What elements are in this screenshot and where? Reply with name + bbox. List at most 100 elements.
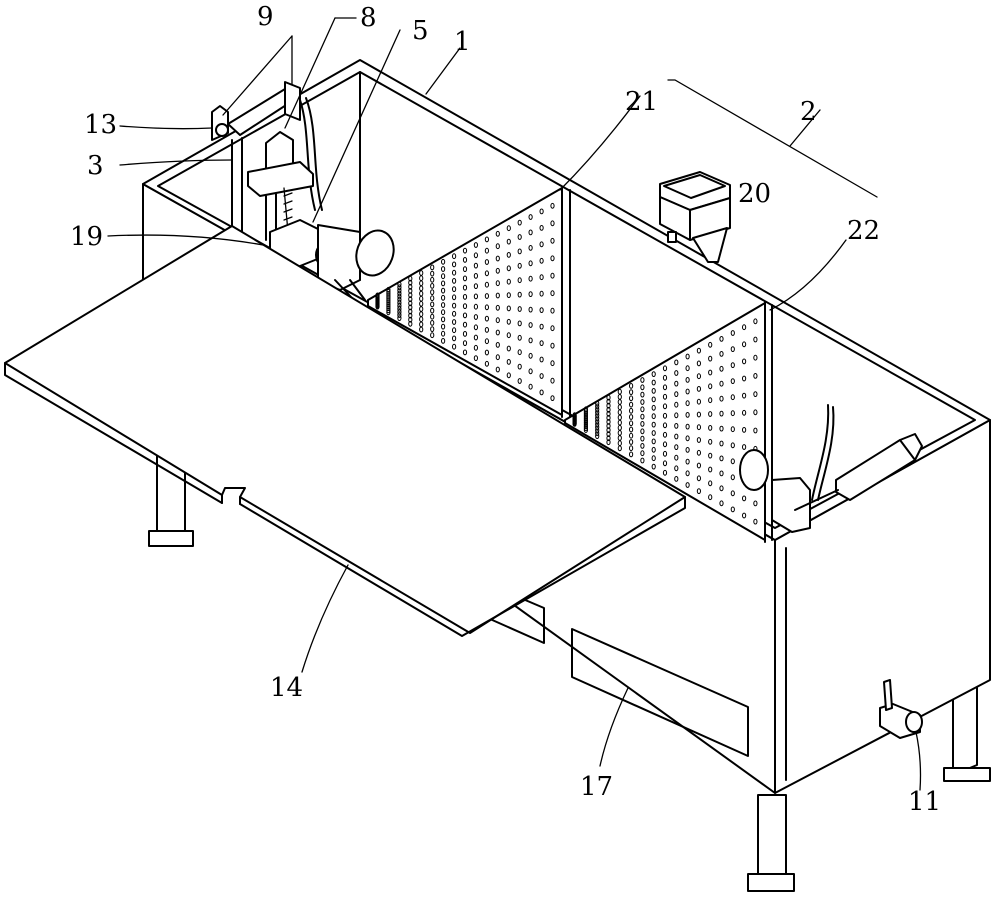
- perforation-hole: [550, 395, 555, 402]
- perforation-hole: [452, 335, 457, 342]
- perforation-hole: [674, 359, 679, 366]
- perforation-hole: [708, 397, 713, 404]
- perforation-hole: [441, 266, 446, 272]
- perforation-hole: [606, 415, 611, 421]
- perforation-hole: [674, 465, 679, 472]
- perforation-hole: [708, 411, 713, 417]
- perforation-hole: [719, 470, 724, 477]
- perforation-hole: [719, 351, 724, 357]
- perforation-hole: [539, 389, 544, 396]
- perforation-hole: [708, 341, 713, 348]
- perforation-hole: [550, 360, 555, 367]
- perforation-hole: [719, 485, 724, 492]
- perforation-hole: [484, 281, 489, 288]
- perforation-hole: [462, 275, 468, 282]
- perforation-hole: [606, 435, 611, 442]
- perforation-hole: [528, 337, 533, 344]
- perforation-hole: [730, 426, 735, 433]
- perforation-hole: [595, 415, 600, 422]
- perforation-hole: [506, 265, 511, 272]
- perforation-hole: [397, 302, 402, 309]
- perforation-hole: [606, 410, 611, 417]
- perforation-hole: [495, 342, 500, 348]
- perforation-hole: [473, 324, 478, 331]
- perforation-hole: [473, 242, 478, 248]
- perforation-hole: [452, 253, 457, 260]
- perforation-hole: [550, 237, 555, 244]
- perforation-hole: [397, 309, 402, 315]
- plate-14: [4, 225, 686, 637]
- perforation-hole: [730, 474, 735, 481]
- perforation-hole: [528, 260, 533, 267]
- perforation-hole: [708, 452, 713, 459]
- perforation-hole: [462, 340, 468, 347]
- perforation-hole: [662, 431, 668, 438]
- perforation-hole: [753, 318, 758, 325]
- perforation-hole: [484, 349, 489, 356]
- perforation-hole: [430, 270, 435, 277]
- perforation-hole: [517, 320, 522, 327]
- perforation-hole: [528, 368, 533, 375]
- perforation-hole: [708, 438, 713, 445]
- perforation-hole: [685, 400, 690, 407]
- perforation-hole: [753, 336, 758, 343]
- perforation-hole: [397, 299, 402, 306]
- perforation-hole: [495, 255, 500, 262]
- perforation-hole: [408, 312, 413, 319]
- perforation-hole: [397, 293, 402, 300]
- perforation-hole: [452, 310, 457, 317]
- perforation-hole: [753, 409, 758, 416]
- perforation-hole: [528, 275, 533, 282]
- perforation-hole: [539, 356, 544, 363]
- callout-labels: 9 8 5 1 21 2 20 22 13 3 19 14 17 11: [70, 2, 941, 817]
- perforation-hole: [674, 444, 679, 451]
- perforation-hole: [696, 449, 702, 456]
- perforation-hole: [685, 365, 690, 372]
- perforation-hole: [708, 466, 713, 473]
- perforation-hole: [595, 400, 600, 407]
- perforation-hole: [753, 427, 758, 434]
- perforation-hole: [430, 295, 435, 302]
- perforation-hole: [606, 427, 611, 434]
- perforation-hole: [517, 378, 522, 384]
- perforation-hole: [441, 316, 446, 323]
- perforation-hole: [719, 500, 724, 507]
- perforation-hole: [550, 290, 555, 297]
- perforation-hole: [408, 300, 413, 307]
- perforation-hole: [730, 378, 735, 385]
- perforation-hole: [408, 316, 413, 323]
- perforation-hole: [696, 360, 702, 367]
- perforation-hole: [583, 427, 589, 433]
- perforation-hole: [730, 346, 735, 353]
- perforation-hole: [528, 229, 533, 236]
- perforation-hole: [484, 259, 489, 265]
- perforation-hole: [441, 309, 446, 316]
- perforation-hole: [506, 372, 511, 379]
- perforation-hole: [539, 323, 544, 330]
- perforation-hole: [484, 270, 489, 277]
- perforation-hole: [452, 286, 457, 293]
- perforation-hole: [441, 302, 446, 308]
- label-8: 8: [360, 3, 377, 33]
- perforation-hole: [742, 341, 747, 348]
- perforation-hole: [674, 476, 679, 482]
- valve-11: [879, 679, 923, 739]
- perforation-hole: [517, 248, 522, 255]
- perforation-hole: [595, 406, 600, 413]
- perforation-hole: [662, 412, 668, 419]
- label-14: 14: [270, 673, 303, 703]
- perforation-hole: [452, 261, 457, 268]
- perforation-hole: [595, 424, 600, 431]
- perforation-hole: [696, 424, 702, 431]
- perforation-hole: [696, 462, 702, 469]
- perforation-hole: [708, 425, 713, 431]
- perforation-hole: [674, 423, 679, 429]
- perforation-hole: [651, 438, 656, 445]
- perforation-hole: [662, 374, 668, 381]
- perforation-hole: [397, 305, 402, 312]
- perforation-hole: [473, 262, 478, 269]
- perforation-hole: [640, 421, 645, 427]
- perforation-hole: [662, 422, 668, 429]
- perforation-hole: [629, 439, 634, 445]
- perforation-hole: [430, 276, 435, 283]
